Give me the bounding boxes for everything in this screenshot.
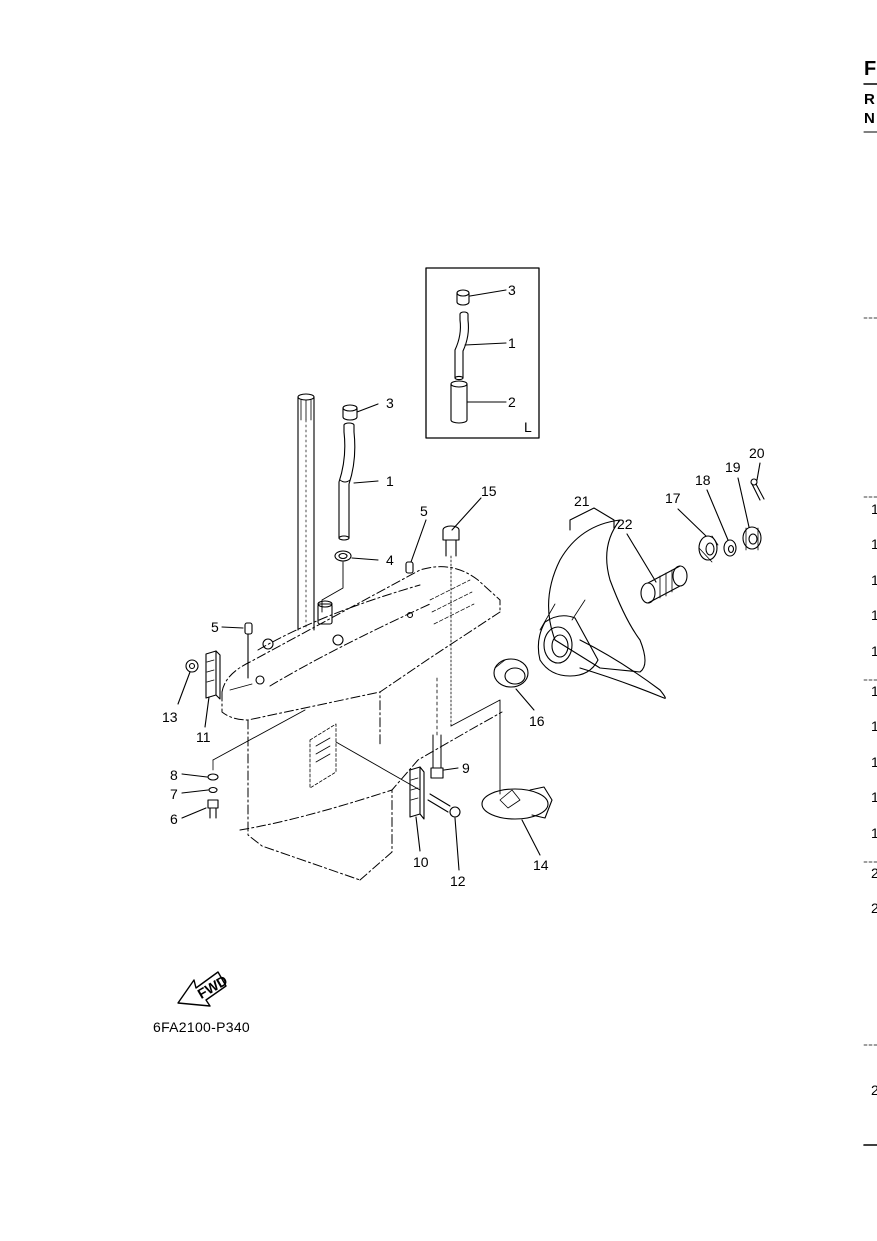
edge-letter-R: R <box>864 91 875 108</box>
edge-ref-number: 1 <box>871 789 877 805</box>
callout-3: 3 <box>386 395 394 411</box>
callout-5-upper: 5 <box>420 503 428 519</box>
inset-callout-1: 1 <box>508 335 516 351</box>
edge-ref-number: 2 <box>871 1082 877 1098</box>
callout-19: 19 <box>725 459 741 475</box>
edge-ref-number: 2 <box>871 900 877 916</box>
callout-6: 6 <box>170 811 178 827</box>
edge-ref-number: 1 <box>871 825 877 841</box>
edge-letter-N: N <box>864 110 875 127</box>
callout-10: 10 <box>413 854 429 870</box>
callout-5-lower: 5 <box>211 619 219 635</box>
inset-callout-3: 3 <box>508 282 516 298</box>
callout-16: 16 <box>529 713 545 729</box>
edge-ref-number: 1 <box>871 536 877 552</box>
callout-11: 11 <box>196 729 211 745</box>
callout-12: 12 <box>450 873 466 889</box>
edge-ref-number: 1 <box>871 501 877 517</box>
edge-letter-F: F <box>864 58 877 80</box>
callout-9: 9 <box>462 760 470 776</box>
callout-13: 13 <box>162 709 178 725</box>
callout-4: 4 <box>386 552 394 568</box>
callout-8: 8 <box>170 767 178 783</box>
callout-22: 22 <box>617 516 633 532</box>
fwd-arrow-icon <box>177 971 227 1007</box>
inset-callout-2: 2 <box>508 394 516 410</box>
edge-ref-number: 1 <box>871 683 877 699</box>
inset-corner-label: L <box>524 419 532 435</box>
callout-18: 18 <box>695 472 711 488</box>
callout-14: 14 <box>533 857 549 873</box>
edge-ref-number: 1 <box>871 754 877 770</box>
edge-ref-number: 1 <box>871 607 877 623</box>
callout-21: 21 <box>574 493 590 509</box>
callout-20: 20 <box>749 445 765 461</box>
callout-7: 7 <box>170 786 178 802</box>
callout-1: 1 <box>386 473 394 489</box>
drawing-code: 6FA2100-P340 <box>153 1019 251 1035</box>
callout-17: 17 <box>665 490 681 506</box>
edge-ref-number: 1 <box>871 572 877 588</box>
callout-15: 15 <box>481 483 497 499</box>
inset-frame <box>425 267 540 439</box>
edge-ref-number: 2 <box>871 865 877 881</box>
edge-ref-number: 1 <box>871 643 877 659</box>
edge-ref-number: 1 <box>871 718 877 734</box>
